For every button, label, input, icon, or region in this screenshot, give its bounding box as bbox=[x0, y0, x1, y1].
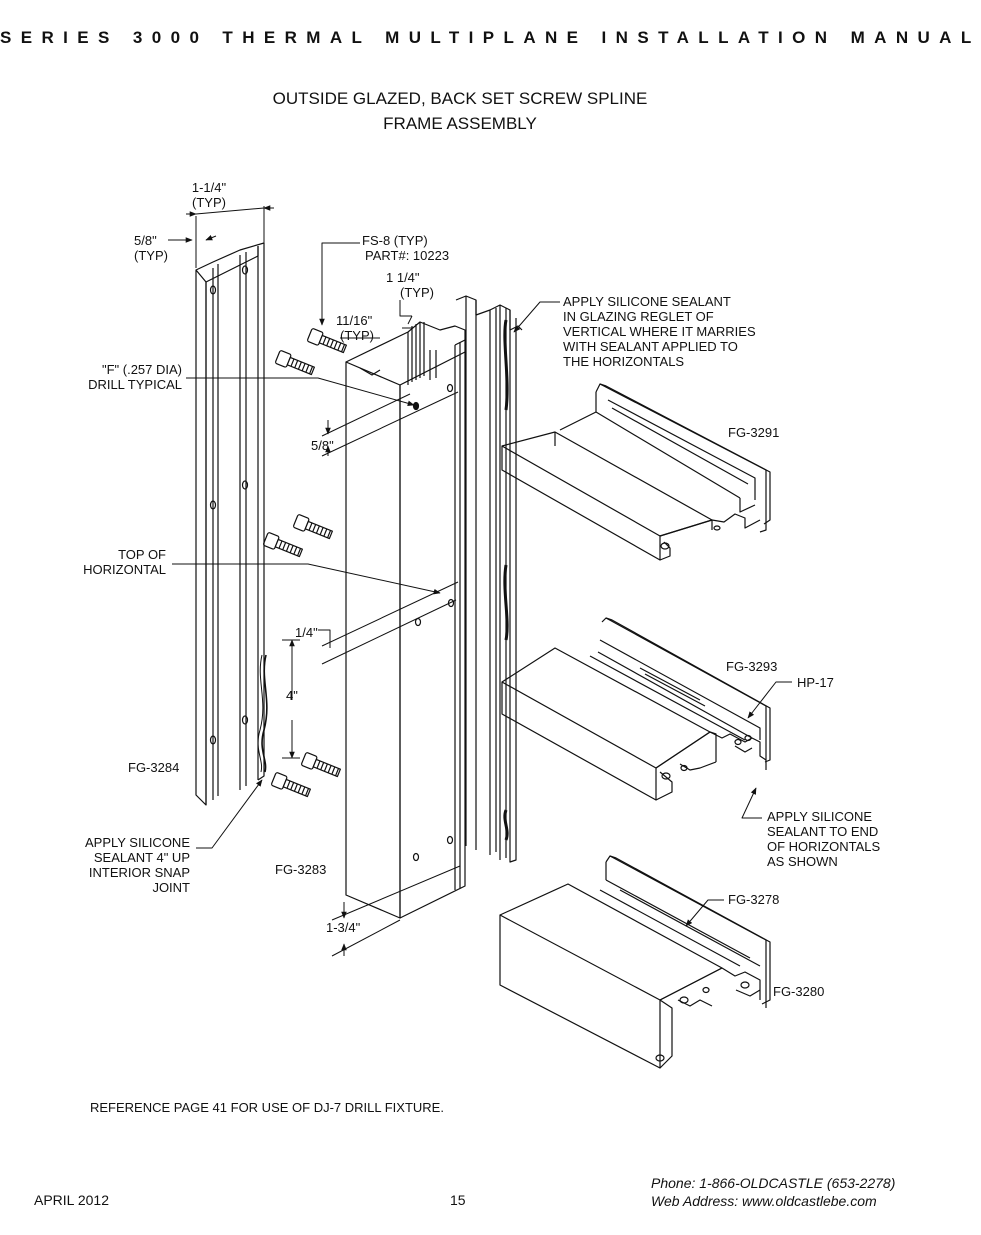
footer-page-number: 15 bbox=[450, 1192, 466, 1208]
fg3278-horizontal-extrusion bbox=[499, 855, 771, 1069]
fs8-part-label: FS-8 (TYP) PART#: 10223 bbox=[362, 233, 449, 263]
sealant-end-note: APPLY SILICONE SEALANT TO END OF HORIZON… bbox=[767, 809, 880, 869]
footer-phone: Phone: 1-866-OLDCASTLE (653-2278) bbox=[651, 1175, 896, 1191]
sealant-top-line3: VERTICAL WHERE IT MARRIES bbox=[563, 324, 756, 339]
dim-1-1-4-value: 1-1/4" bbox=[191, 180, 227, 195]
sealant-end-line3: OF HORIZONTALS bbox=[767, 839, 881, 854]
footer-web-address: Web Address: www.oldcastlebe.com bbox=[651, 1193, 877, 1209]
dim-11-16-value: 11/16" bbox=[336, 313, 373, 328]
dim-1-1-4-typ-label: 1 1/4" (TYP) bbox=[386, 270, 434, 300]
hp17-label: HP-17 bbox=[797, 675, 834, 690]
diagram-title-line1: OUTSIDE GLAZED, BACK SET SCREW SPLINE bbox=[272, 89, 648, 108]
fg3278-label: FG-3278 bbox=[728, 892, 780, 907]
diagram-title-line2: FRAME ASSEMBLY bbox=[383, 114, 537, 133]
top-of-horizontal-line2: HORIZONTAL bbox=[83, 562, 166, 577]
assembly-drawing bbox=[168, 205, 792, 1069]
fg3291-horizontal-extrusion bbox=[501, 383, 771, 561]
fg3293-label: FG-3293 bbox=[726, 659, 778, 674]
dim-1-1-4b-value: 1 1/4" bbox=[386, 270, 420, 285]
fg3283-label: FG-3283 bbox=[275, 862, 327, 877]
fs8-part-number: PART#: 10223 bbox=[365, 248, 450, 263]
sealant-end-line1: APPLY SILICONE bbox=[767, 809, 873, 824]
dimension-and-leader-lines bbox=[168, 205, 792, 957]
sealant-snap-line1: APPLY SILICONE bbox=[84, 835, 190, 850]
fg3284-label: FG-3284 bbox=[128, 760, 180, 775]
dim-5-8-mid-label: 5/8" bbox=[311, 438, 334, 453]
dim-5-8-label: 5/8" (TYP) bbox=[134, 233, 168, 263]
fg3291-label: FG-3291 bbox=[728, 425, 780, 440]
dim-5-8-typ: (TYP) bbox=[134, 248, 168, 263]
sealant-end-line2: SEALANT TO END bbox=[767, 824, 879, 839]
dim-11-16-label: 11/16" (TYP) bbox=[336, 313, 374, 343]
fs8-screws bbox=[263, 328, 347, 798]
sealant-end-line4: AS SHOWN bbox=[767, 854, 838, 869]
sealant-snap-line3: INTERIOR SNAP bbox=[88, 865, 190, 880]
fg3280-label: FG-3280 bbox=[773, 984, 825, 999]
right-vertical-mullion bbox=[455, 295, 523, 863]
fs8-name: FS-8 (TYP) bbox=[362, 233, 428, 248]
top-of-horizontal-line1: TOP OF bbox=[118, 547, 166, 562]
fg3284-vertical-extrusion bbox=[195, 242, 268, 806]
drill-size: "F" (.257 DIA) bbox=[101, 362, 182, 377]
fg3293-horizontal-extrusion bbox=[501, 617, 771, 801]
reference-note: REFERENCE PAGE 41 FOR USE OF DJ-7 DRILL … bbox=[90, 1100, 444, 1115]
sealant-top-line5: THE HORIZONTALS bbox=[563, 354, 685, 369]
dim-1-1-4-typ: (TYP) bbox=[192, 195, 226, 210]
fg3283-vertical-extrusion bbox=[345, 321, 466, 919]
dim-1-4-label: 1/4" bbox=[295, 625, 318, 640]
dim-1-1-4b-typ: (TYP) bbox=[400, 285, 434, 300]
top-of-horizontal-label: TOP OF HORIZONTAL bbox=[60, 547, 166, 577]
footer-date: APRIL 2012 bbox=[34, 1192, 109, 1208]
dim-1-1-4-label: 1-1/4" (TYP) bbox=[184, 180, 234, 210]
sealant-snap-line2: SEALANT 4" UP bbox=[93, 850, 190, 865]
sealant-top-line4: WITH SEALANT APPLIED TO bbox=[563, 339, 738, 354]
dim-1-3-4-label: 1-3/4" bbox=[326, 920, 361, 935]
manual-page: SERIES 3000 THERMAL MULTIPLANE INSTALLAT… bbox=[0, 28, 981, 1209]
drill-typical: DRILL TYPICAL bbox=[88, 377, 182, 392]
sealant-snap-line4: JOINT bbox=[152, 880, 190, 895]
sealant-top-line1: APPLY SILICONE SEALANT bbox=[563, 294, 731, 309]
dim-5-8-value: 5/8" bbox=[134, 233, 157, 248]
manual-header: SERIES 3000 THERMAL MULTIPLANE INSTALLAT… bbox=[0, 28, 981, 47]
sealant-glazing-reglet-note: APPLY SILICONE SEALANT IN GLAZING REGLET… bbox=[563, 294, 756, 369]
dim-4-label: 4" bbox=[286, 688, 298, 703]
sealant-snap-joint-note: APPLY SILICONE SEALANT 4" UP INTERIOR SN… bbox=[60, 835, 190, 895]
dim-11-16-typ: (TYP) bbox=[340, 328, 374, 343]
drill-label: "F" (.257 DIA) DRILL TYPICAL bbox=[60, 362, 182, 392]
sealant-top-line2: IN GLAZING REGLET OF bbox=[563, 309, 714, 324]
